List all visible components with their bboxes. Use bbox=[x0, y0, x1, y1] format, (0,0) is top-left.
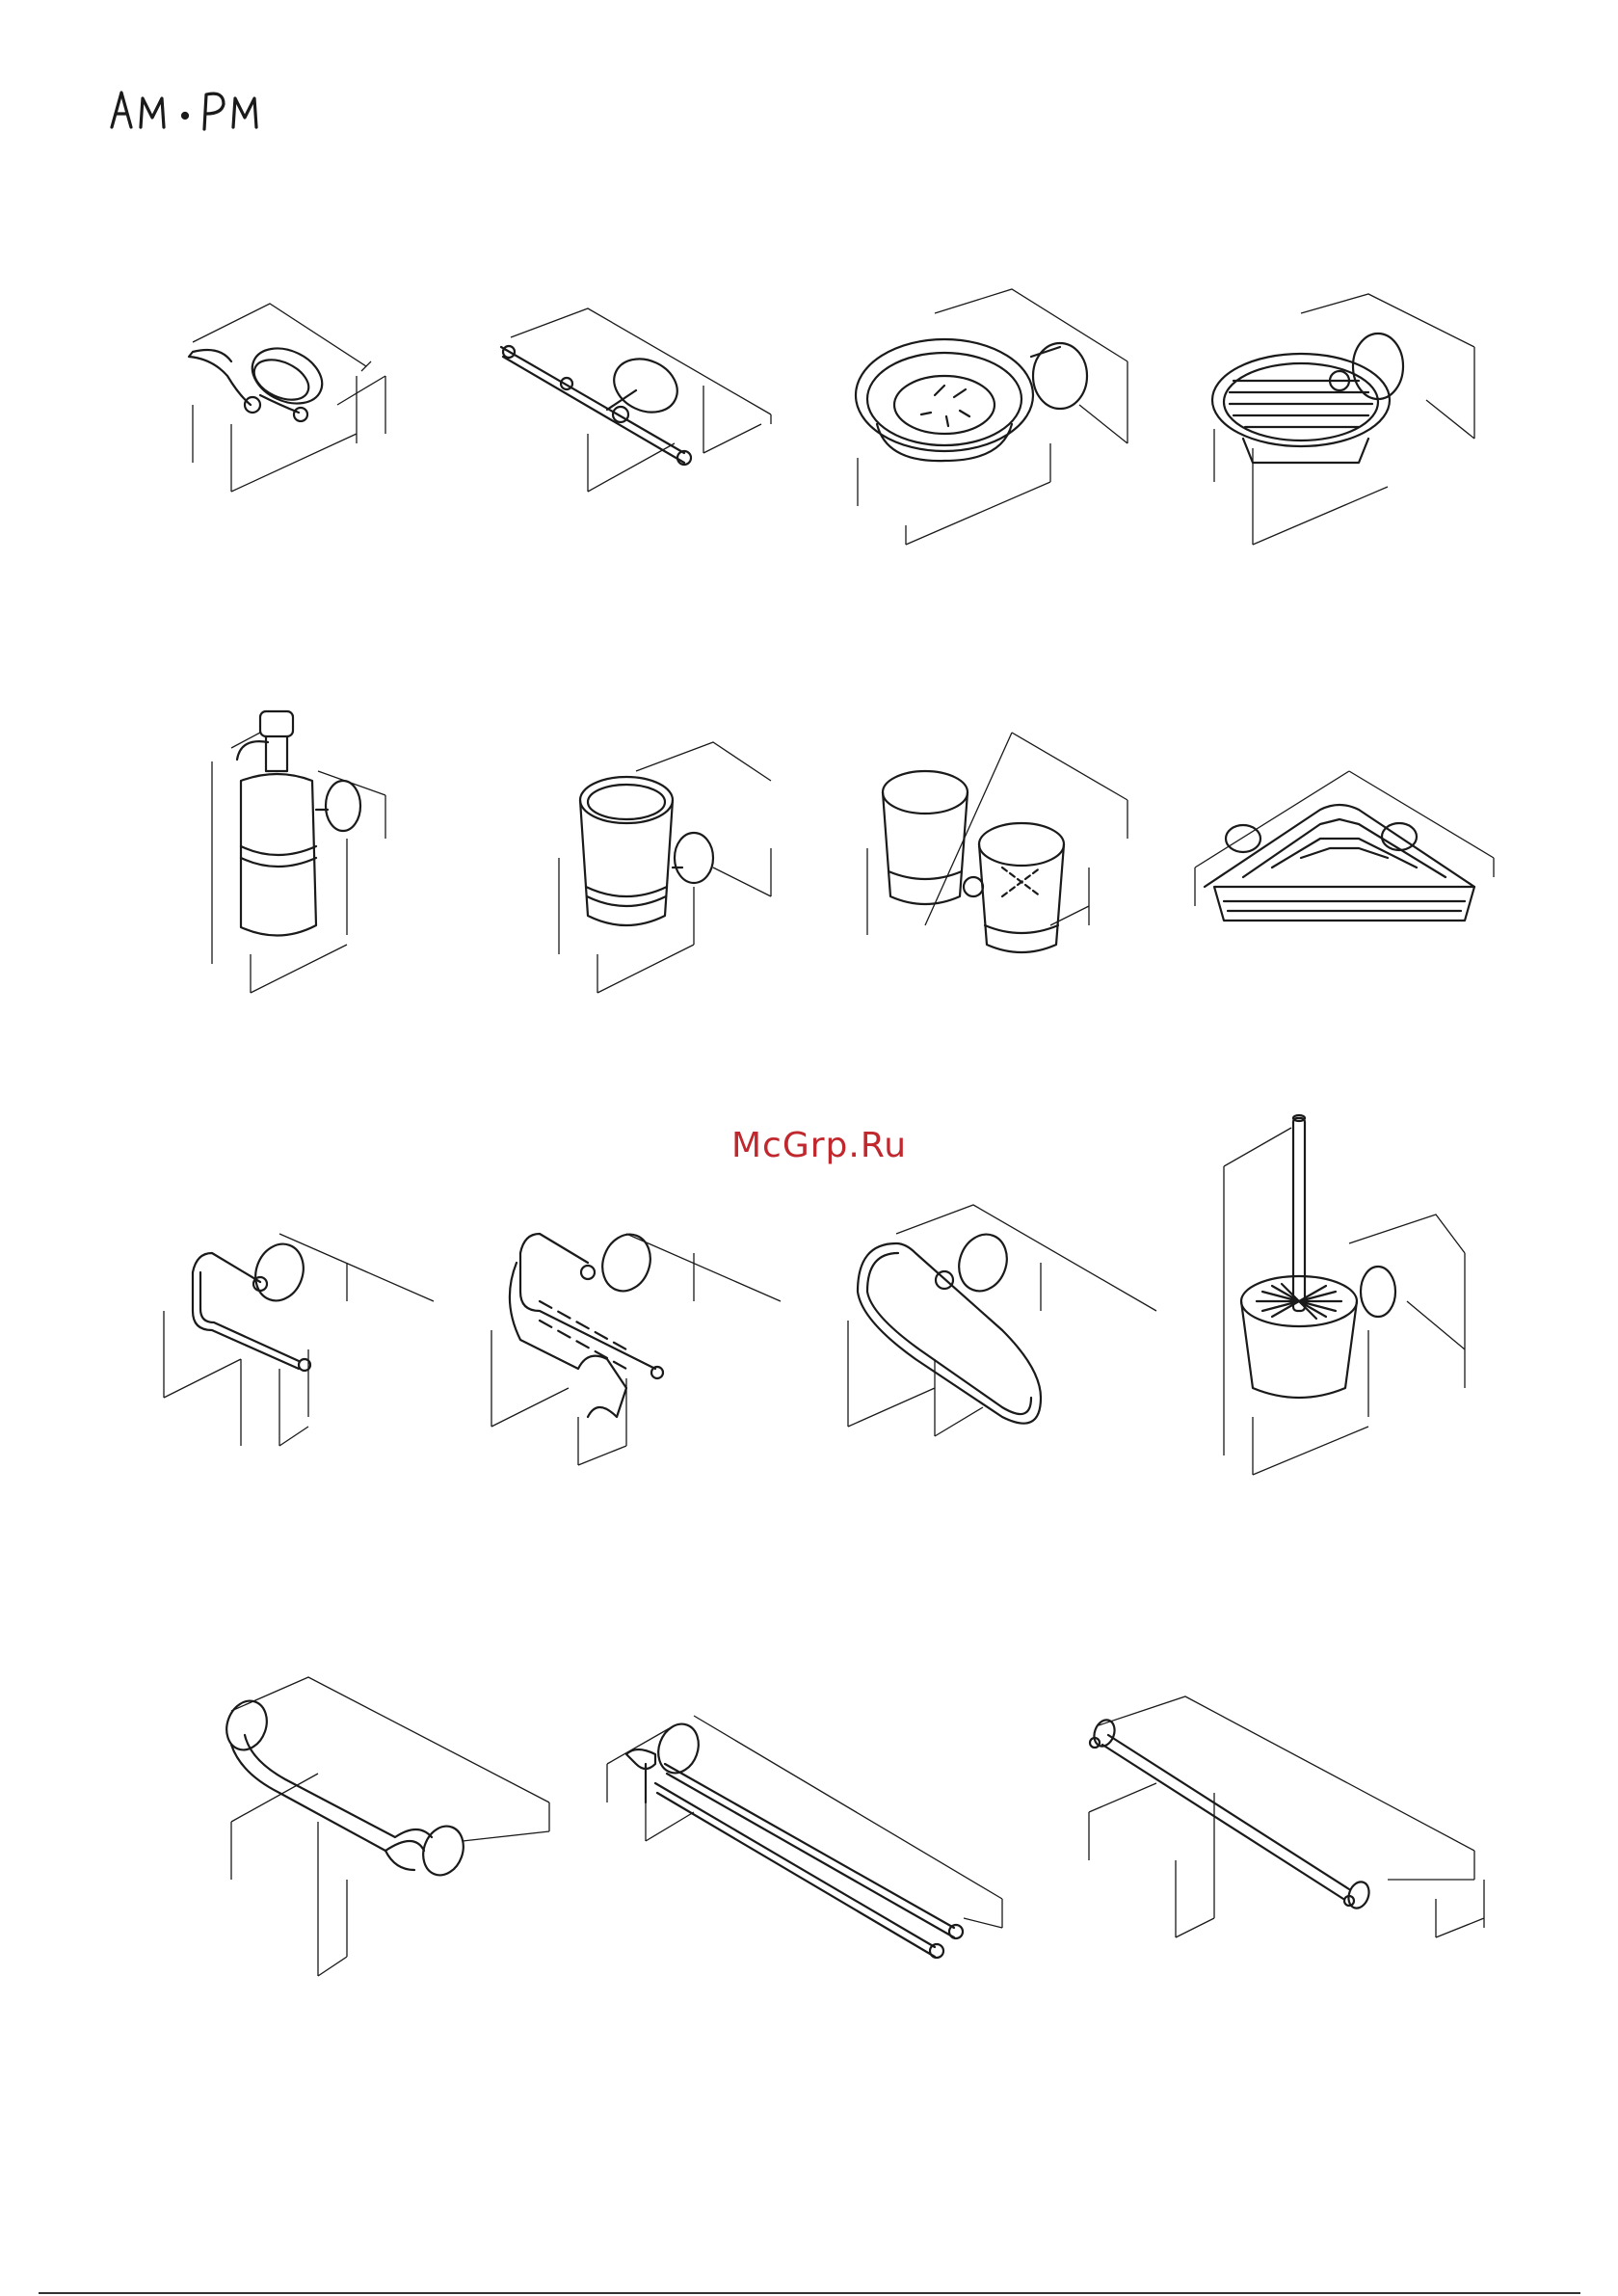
product-drawing-grab-bar bbox=[212, 1668, 559, 1986]
double-robe-hook-icon bbox=[173, 299, 405, 501]
product-drawing-towel-bar bbox=[1070, 1687, 1494, 1966]
product-drawing-corner-basket bbox=[1185, 761, 1503, 945]
product-drawing-double-tumbler-holder bbox=[858, 733, 1147, 974]
page-bottom-rule bbox=[39, 2292, 1580, 2294]
grab-bar-icon bbox=[212, 1668, 559, 1986]
soap-basket-wire-icon bbox=[1195, 294, 1484, 554]
product-drawing-tumbler-holder bbox=[540, 742, 781, 1002]
product-drawing-soap-dish bbox=[838, 289, 1147, 559]
product-drawing-double-robe-hook bbox=[173, 299, 405, 501]
product-drawing-triple-hook-rail bbox=[491, 299, 781, 501]
corner-shower-basket-icon bbox=[1185, 761, 1503, 945]
towel-ring-icon bbox=[838, 1205, 1166, 1465]
toilet-paper-holder-cover-icon bbox=[482, 1224, 790, 1475]
double-tumbler-holder-icon bbox=[858, 733, 1147, 974]
watermark-text: McGrp.Ru bbox=[675, 1126, 964, 1165]
product-drawing-soap-basket bbox=[1195, 294, 1484, 554]
triple-hook-rail-icon bbox=[491, 299, 781, 501]
product-drawing-double-towel-bar bbox=[597, 1706, 1021, 1957]
product-drawing-toilet-paper-holder-cover bbox=[482, 1224, 790, 1475]
single-tumbler-holder-icon bbox=[540, 742, 781, 1002]
product-drawing-toilet-paper-holder bbox=[154, 1224, 443, 1455]
product-drawing-towel-ring bbox=[838, 1205, 1166, 1465]
toilet-paper-holder-open-icon bbox=[154, 1224, 443, 1455]
toilet-brush-holder-icon bbox=[1214, 1108, 1484, 1484]
soap-dispenser-icon bbox=[193, 704, 405, 1002]
product-drawing-soap-dispenser bbox=[193, 704, 405, 1002]
brand-logo bbox=[108, 85, 286, 143]
product-drawing-toilet-brush bbox=[1214, 1108, 1484, 1484]
soap-dish-glass-icon bbox=[838, 289, 1147, 559]
single-towel-bar-icon bbox=[1070, 1687, 1494, 1966]
double-towel-bar-swivel-icon bbox=[597, 1706, 1021, 1957]
